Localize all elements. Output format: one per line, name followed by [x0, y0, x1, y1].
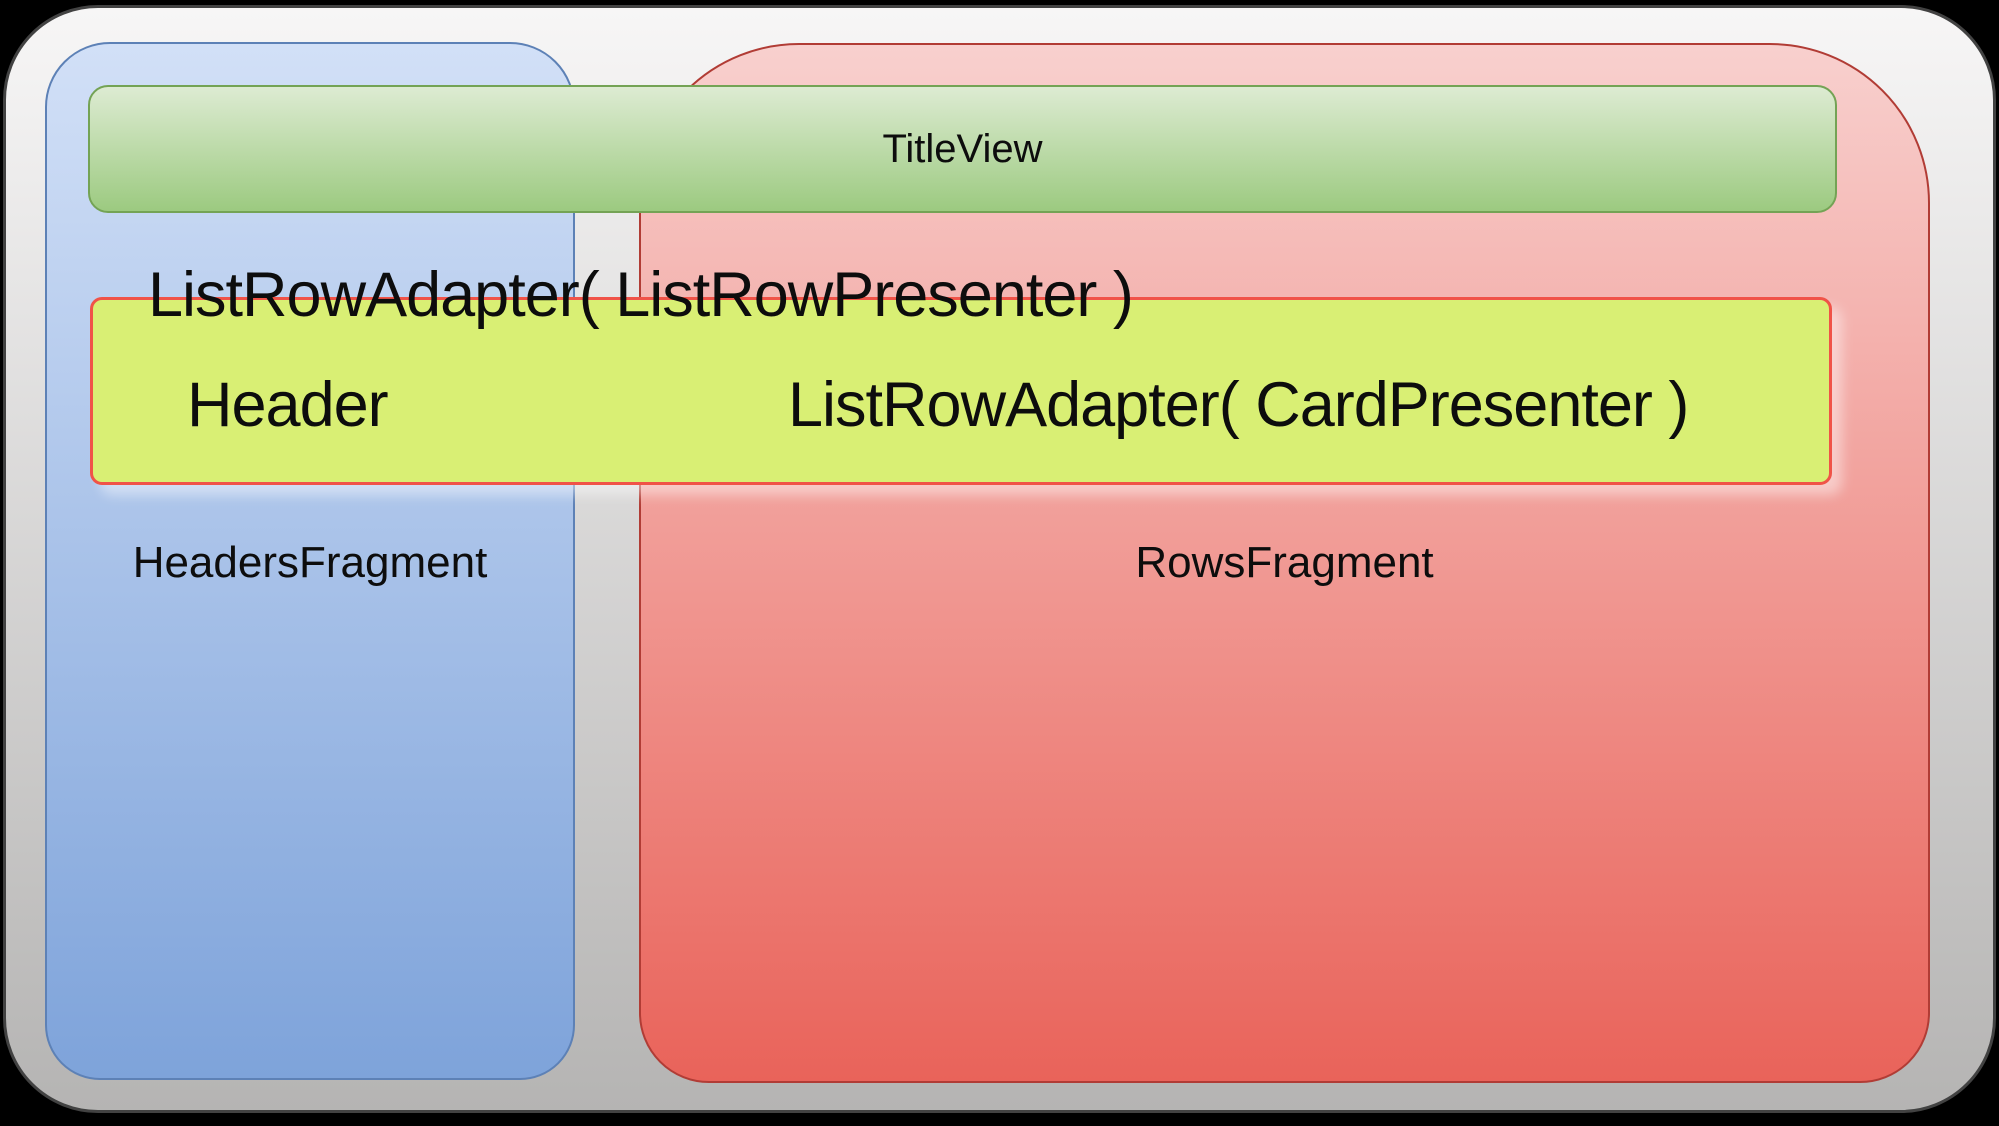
rows-fragment-label: RowsFragment [1135, 538, 1434, 587]
headers-fragment-label: HeadersFragment [132, 538, 488, 587]
list-row-bar [90, 297, 1832, 485]
header-label: Header [187, 370, 389, 440]
headers-fragment-panel [45, 42, 575, 1080]
card-adapter-label: ListRowAdapter( CardPresenter ) [788, 370, 1689, 440]
title-view-label: TitleView [882, 126, 1043, 171]
rows-fragment-panel [639, 43, 1930, 1083]
list-row-adapter-caption: ListRowAdapter( ListRowPresenter ) [148, 260, 1134, 330]
title-view-bar: TitleView [88, 85, 1837, 213]
